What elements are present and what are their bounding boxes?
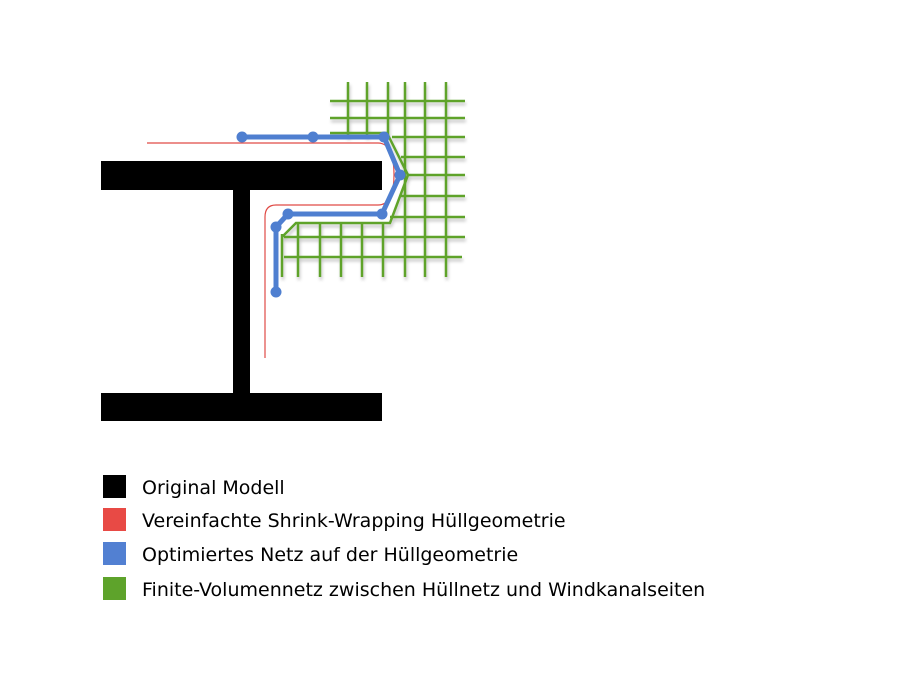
mesh-node	[270, 221, 282, 233]
legend-label: Vereinfachte Shrink-Wrapping Hüllgeometr…	[142, 510, 566, 532]
legend-label: Finite-Volumennetz zwischen Hüllnetz und…	[142, 579, 706, 601]
legend-swatch	[103, 475, 126, 498]
legend-label: Optimiertes Netz auf der Hüllgeometrie	[142, 544, 519, 566]
web	[233, 190, 250, 393]
mesh-node	[282, 208, 294, 220]
legend-swatch	[103, 542, 126, 565]
legend-swatch	[103, 508, 126, 531]
volume-mesh	[280, 82, 465, 277]
original-model	[101, 161, 382, 421]
legend-swatch	[103, 577, 126, 600]
mesh-node	[394, 169, 406, 181]
mesh-node	[236, 131, 248, 143]
top-flange	[101, 161, 382, 190]
surface-mesh	[236, 131, 406, 298]
mesh-node	[307, 131, 319, 143]
legend-label: Original Modell	[142, 477, 285, 499]
mesh-node	[270, 286, 282, 298]
mesh-boundary	[281, 132, 410, 238]
mesh-node	[376, 208, 388, 220]
mesh-node	[378, 131, 390, 143]
bottom-flange	[101, 393, 382, 421]
